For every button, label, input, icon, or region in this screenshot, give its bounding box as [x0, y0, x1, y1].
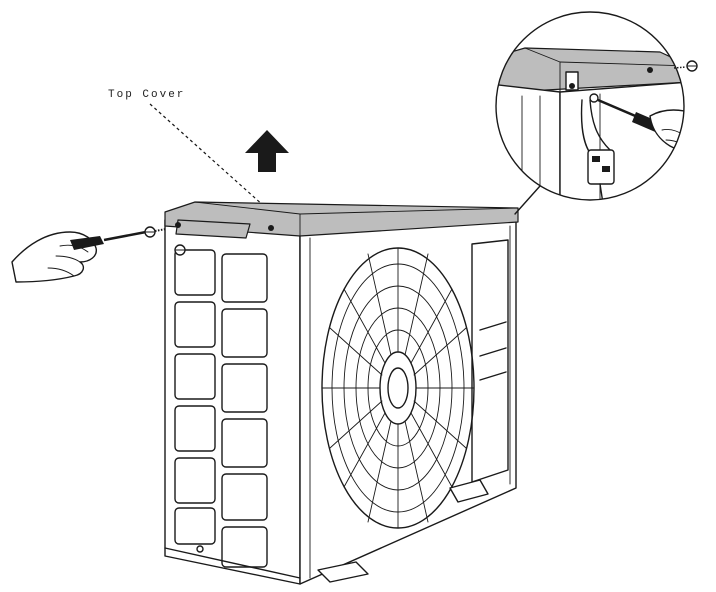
left-side-grille — [174, 249, 268, 568]
outdoor-unit — [164, 201, 519, 585]
screwdriver-icon — [70, 230, 147, 250]
top-cover-label: Top Cover — [108, 89, 185, 101]
screw-icon — [144, 226, 167, 238]
front-vent — [471, 239, 509, 483]
up-arrow-icon — [245, 130, 289, 172]
screw-icon — [175, 222, 181, 228]
screw-icon — [589, 93, 599, 103]
unit-foot — [449, 479, 489, 503]
unit-foot — [317, 561, 369, 583]
detail-zoom-inset — [495, 11, 698, 215]
unit-left-side — [164, 219, 301, 585]
top-cover-leader-line — [149, 103, 265, 207]
fan-grille — [321, 247, 475, 529]
hand-with-screwdriver-left — [11, 226, 186, 283]
detail-pointer-line — [514, 185, 541, 215]
screw-icon — [268, 225, 274, 231]
